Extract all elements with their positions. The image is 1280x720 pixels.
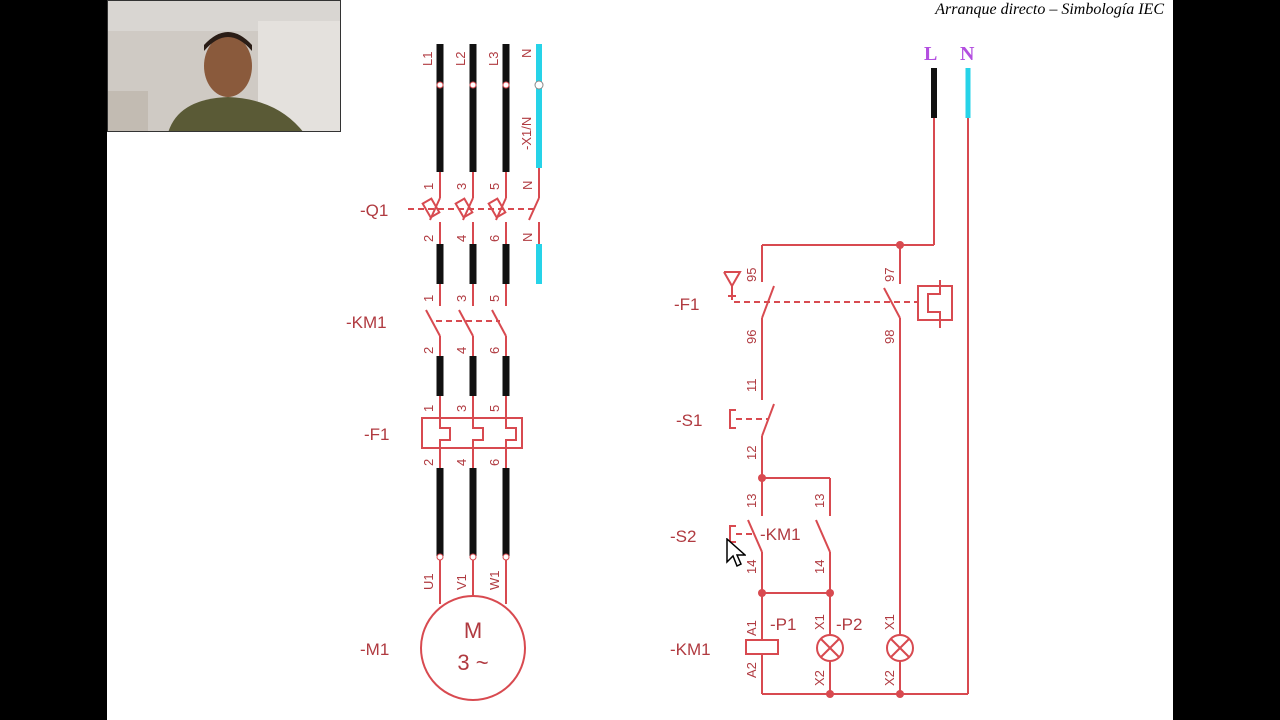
p1-x1: X1 [812, 614, 827, 630]
q1-top-5: 5 [487, 183, 502, 190]
f1-97: 97 [882, 268, 897, 282]
wires-q1-km1 [436, 244, 542, 284]
motor-tag: -M1 [360, 640, 389, 659]
phase-label-l3: L3 [486, 52, 501, 66]
f1-bottom-4: 4 [454, 459, 469, 466]
control-l-label: L [924, 43, 937, 65]
s1-12: 12 [744, 446, 759, 460]
km1-top-1: 1 [421, 295, 436, 302]
power-circuit: L1 L2 L3 N -X1/N -Q1 1 3 5 N [346, 44, 544, 701]
q1-bottom-2: 2 [421, 235, 436, 242]
motor-m1: U1 V1 W1 -M1 M 3 ~ [360, 560, 526, 701]
slide-title: Arranque directo – Simbología IEC [935, 1, 1164, 18]
motor-w1: W1 [487, 571, 502, 591]
f1-overload-relay: -F1 1 3 5 2 4 6 [364, 396, 523, 468]
control-f1-tag: -F1 [674, 295, 700, 314]
km1-bottom-6: 6 [487, 347, 502, 354]
coil-a2: A2 [744, 662, 759, 678]
s2-13: 13 [744, 494, 759, 508]
km1-top-5: 5 [487, 295, 502, 302]
p2-tag: -P2 [836, 615, 862, 634]
km1-top-3: 3 [454, 295, 469, 302]
phase-label-l2: L2 [453, 52, 468, 66]
s1-tag: -S1 [676, 411, 702, 430]
s2-14: 14 [744, 560, 759, 574]
km1-aux-13: 13 [812, 494, 827, 508]
km1-power-contacts: -KM1 1 3 5 2 4 6 [346, 284, 507, 356]
phase-label-l1: L1 [420, 52, 435, 66]
p1-x2: X2 [812, 670, 827, 686]
km1-bottom-2: 2 [421, 347, 436, 354]
f1-top-5: 5 [487, 405, 502, 412]
p1-tag: -P1 [770, 615, 796, 634]
coil-a1: A1 [744, 620, 759, 636]
f1-95: 95 [744, 268, 759, 282]
f1-96: 96 [744, 330, 759, 344]
motor-u1: U1 [421, 573, 436, 590]
wires-km1-f1 [436, 356, 510, 396]
motor-v1: V1 [454, 574, 469, 590]
km1-bottom-4: 4 [454, 347, 469, 354]
km1-tag: -KM1 [346, 313, 387, 332]
km1-aux-tag: -KM1 [760, 525, 801, 544]
control-circuit: L N [670, 43, 975, 698]
f1-bottom-6: 6 [487, 459, 502, 466]
f1-98: 98 [882, 330, 897, 344]
q1-bottom-4: 4 [454, 235, 469, 242]
q1-n-top: N [520, 181, 535, 190]
s2-tag: -S2 [670, 527, 696, 546]
wires-f1-motor [436, 468, 510, 561]
control-n-label: N [960, 43, 975, 65]
km1-aux-14: 14 [812, 560, 827, 574]
f1-top-1: 1 [421, 405, 436, 412]
q1-n-bottom: N [520, 233, 535, 242]
control-dashed-links [734, 301, 918, 535]
presenter-video [108, 1, 340, 131]
q1-top-3: 3 [454, 183, 469, 190]
motor-symbol: M [464, 618, 482, 643]
q1-top-1: 1 [421, 183, 436, 190]
coil-tag: -KM1 [670, 640, 711, 659]
control-wiring [723, 118, 969, 695]
f1-top-3: 3 [454, 405, 469, 412]
neutral-label: N [519, 49, 534, 58]
s1-11: 11 [744, 379, 759, 393]
q1-circuit-breaker: -Q1 1 3 5 N 2 4 6 N [360, 181, 540, 244]
supply-wires [436, 44, 544, 192]
p2-x1: X1 [882, 614, 897, 630]
q1-bottom-6: 6 [487, 235, 502, 242]
mouse-cursor-icon [726, 538, 746, 568]
f1-tag: -F1 [364, 425, 390, 444]
p2-x2: X2 [882, 670, 897, 686]
junction-dots [758, 241, 904, 698]
neutral-terminal-label: -X1/N [519, 117, 534, 150]
motor-phase-symbol: 3 ~ [457, 650, 488, 675]
q1-tag: -Q1 [360, 201, 388, 220]
f1-bottom-2: 2 [421, 459, 436, 466]
webcam-overlay[interactable] [107, 0, 341, 132]
